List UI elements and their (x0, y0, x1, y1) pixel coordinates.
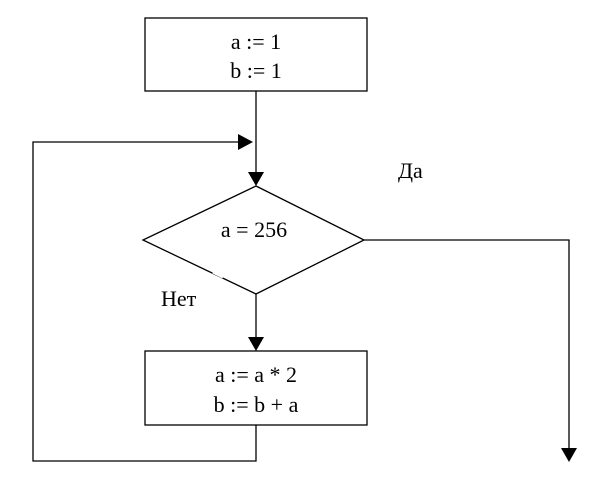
loop-line-a: a := a * 2 (215, 362, 297, 387)
arrowhead-condition (248, 172, 264, 186)
arrowhead-loop-body (248, 337, 264, 351)
init-line-b: b := 1 (230, 58, 282, 83)
diamond-notch (212, 270, 224, 279)
yes-label: Да (398, 158, 423, 183)
connector-yes-branch (364, 239, 570, 448)
arrowhead-loop-back (238, 134, 253, 150)
loop-line-b: b := b + a (214, 392, 299, 417)
connector-loop-back (32, 141, 257, 462)
arrowhead-exit (561, 448, 577, 462)
no-label: Нет (161, 286, 197, 311)
init-line-a: a := 1 (231, 29, 281, 54)
init-block (144, 17, 368, 92)
condition-text: a = 256 (221, 217, 287, 242)
